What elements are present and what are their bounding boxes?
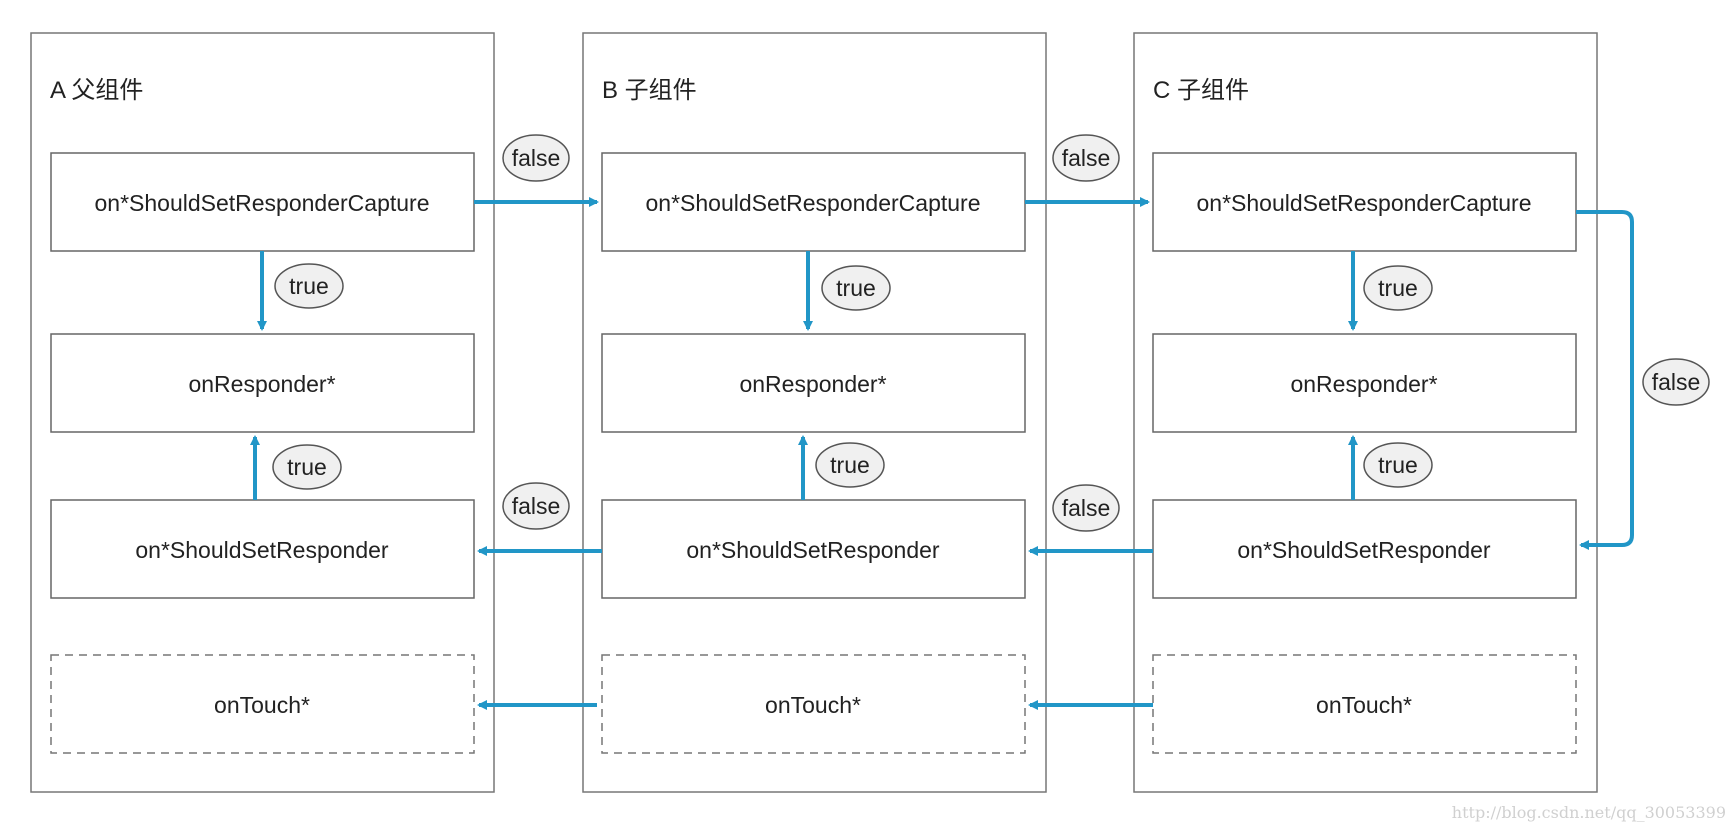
svg-text:true: true	[289, 273, 329, 299]
panel-b-touch-label: onTouch*	[765, 692, 861, 718]
label-false-capture-b-to-c: false	[1052, 134, 1120, 182]
panel-c	[1133, 32, 1598, 793]
panel-a-title: A 父组件	[50, 77, 143, 104]
svg-text:true: true	[287, 454, 327, 480]
svg-text:false: false	[1062, 495, 1111, 521]
svg-text:false: false	[512, 493, 561, 519]
panel-b-should-set-label: on*ShouldSetResponder	[686, 537, 940, 563]
label-true-b-should-set: true	[815, 442, 885, 488]
panel-b-capture-label: on*ShouldSetResponderCapture	[645, 190, 980, 216]
panel-c-should-set-label: on*ShouldSetResponder	[1237, 537, 1491, 563]
label-true-a-should-set: true	[272, 444, 342, 490]
panel-a-should-set-node: on*ShouldSetResponder	[50, 499, 475, 599]
panel-a-responder-node: onResponder*	[50, 333, 475, 433]
svg-text:false: false	[1652, 369, 1701, 395]
label-false-should-set-c-to-b: false	[1052, 484, 1120, 532]
panel-a-touch-label: onTouch*	[214, 692, 310, 718]
panel-c-title: C 子组件	[1153, 77, 1249, 104]
watermark-text: http://blog.csdn.net/qq_30053399	[1452, 803, 1726, 822]
panel-c-touch-node: onTouch*	[1152, 654, 1577, 754]
label-true-c-capture: true	[1363, 265, 1433, 311]
svg-text:true: true	[830, 452, 870, 478]
panel-b-responder-label: onResponder*	[739, 371, 886, 397]
panel-b-should-set-node: on*ShouldSetResponder	[601, 499, 1026, 599]
label-true-c-should-set: true	[1363, 442, 1433, 488]
panel-c-responder-node: onResponder*	[1152, 333, 1577, 433]
panel-c-should-set-node: on*ShouldSetResponder	[1152, 499, 1577, 599]
svg-text:true: true	[836, 275, 876, 301]
panel-a	[30, 32, 495, 793]
panel-c-touch-label: onTouch*	[1316, 692, 1412, 718]
label-true-b-capture: true	[821, 265, 891, 311]
panel-b-capture-node: on*ShouldSetResponderCapture	[601, 152, 1026, 252]
panel-c-capture-node: on*ShouldSetResponderCapture	[1152, 152, 1577, 252]
panel-a-touch-node: onTouch*	[50, 654, 475, 754]
arrow-c-capture-to-should-set	[1576, 210, 1634, 550]
panel-a-capture-label: on*ShouldSetResponderCapture	[94, 190, 429, 216]
panel-b-touch-node: onTouch*	[601, 654, 1026, 754]
svg-text:false: false	[1062, 145, 1111, 171]
panel-b-title: B 子组件	[602, 77, 697, 104]
svg-text:true: true	[1378, 275, 1418, 301]
panel-a-capture-node: on*ShouldSetResponderCapture	[50, 152, 475, 252]
label-false-capture-a-to-b: false	[502, 134, 570, 182]
panel-c-responder-label: onResponder*	[1290, 371, 1437, 397]
svg-text:false: false	[512, 145, 561, 171]
panel-b-responder-node: onResponder*	[601, 333, 1026, 433]
label-true-a-capture: true	[274, 263, 344, 309]
label-false-should-set-b-to-a: false	[502, 482, 570, 530]
label-false-c-capture-to-should-set: false	[1642, 358, 1710, 406]
panel-a-responder-label: onResponder*	[188, 371, 335, 397]
svg-text:true: true	[1378, 452, 1418, 478]
panel-a-should-set-label: on*ShouldSetResponder	[135, 537, 389, 563]
panel-c-capture-label: on*ShouldSetResponderCapture	[1196, 190, 1531, 216]
panel-b	[582, 32, 1047, 793]
